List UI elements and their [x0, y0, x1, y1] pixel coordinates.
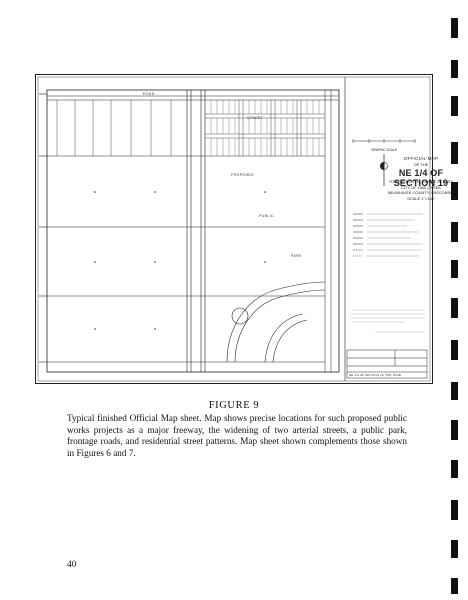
map-drawing [35, 74, 433, 384]
map-city: CITY OF OAK CREEK [400, 184, 442, 190]
map-label-park: PARK [291, 254, 302, 258]
map-title-line2: OF THE [413, 162, 429, 167]
map-sheet-reference: NE 1/4 OF SECTION 19, T5N, R22E [349, 373, 402, 377]
map-label-road: ROAD [143, 92, 155, 96]
map-label-public: PUBLIC [259, 214, 275, 218]
map-label-proposed: PROPOSED [231, 173, 255, 177]
map-title-details: TOWN 5 NORTH, RANGE 22 EAST CITY OF OAK … [381, 179, 461, 201]
map-township: TOWN 5 NORTH, RANGE 22 EAST [388, 179, 454, 184]
map-scale: SCALE 1"=100' [407, 195, 435, 201]
curved-roads [226, 281, 326, 363]
figure-title: FIGURE 9 [208, 400, 260, 411]
map-border [35, 74, 433, 384]
figure-caption: Typical finished Official Map sheet. Map… [67, 413, 407, 458]
map-title-main: NE 1/4 OF SECTION 19 [393, 168, 449, 188]
map-label-street: STREET [247, 116, 264, 120]
binder-edge-marks [451, 0, 461, 600]
map-county: MILWAUKEE COUNTY, WISCONSIN [387, 190, 455, 195]
section-outline [46, 89, 340, 373]
map-graphic-scale: GRAPHIC SCALE [371, 148, 397, 152]
map-title-line1: OFFICIAL MAP [403, 156, 439, 161]
page-number: 40 [67, 560, 77, 570]
official-map-sheet: OFFICIAL MAP OF THE NE 1/4 OF SECTION 19… [35, 74, 454, 384]
